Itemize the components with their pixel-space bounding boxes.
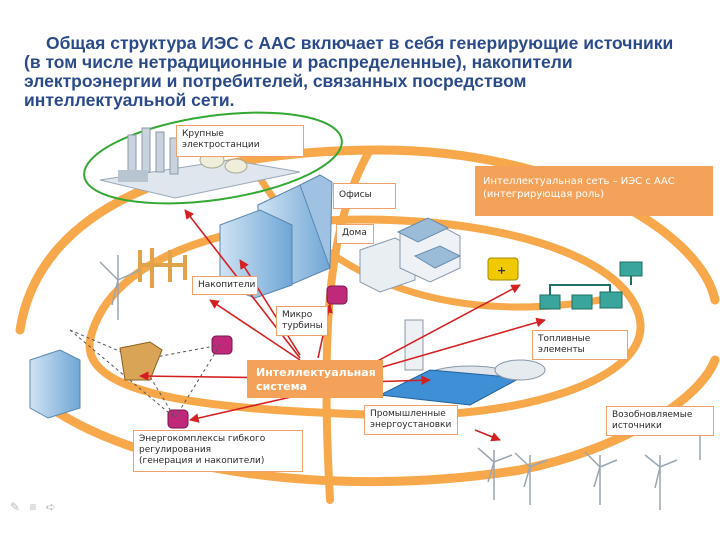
label-large-plants: Крупные электростанции [176, 125, 304, 157]
label-fuel-cells: Топливные элементы [532, 330, 628, 360]
callout-smart-grid-line2: (интегрирующая роль) [483, 188, 705, 201]
houses-icon [360, 218, 460, 292]
label-micro-turbines-line1: Микро [282, 310, 322, 321]
battery-icon: + [488, 258, 518, 280]
label-micro-turbines: Микро турбины [276, 306, 328, 336]
label-fuel-cells-line1: Топливные [538, 334, 622, 345]
label-renewables: Возобновляемые источники [606, 406, 714, 436]
title-line-1: Общая структура ИЭС с ААС включает в себ… [24, 34, 720, 53]
title-line-4: интеллектуальной сети. [24, 91, 720, 110]
callout-smart-grid-line1: Интеллектуальная сеть – ИЭС с ААС [483, 175, 705, 188]
callout-intelligent-system-line1: Интеллектуальная [256, 366, 374, 380]
label-micro-turbines-line2: турбины [282, 321, 322, 332]
label-flexible-line1: Энергокомплексы гибкого [139, 434, 297, 445]
callout-intelligent-system-line2: система [256, 380, 374, 394]
label-renewables-line2: источники [612, 421, 708, 432]
left-buildings-icon [30, 342, 162, 418]
title-line-3: электроэнергии и потребителей, связанных… [24, 72, 720, 91]
label-large-plants-line1: Крупные [182, 129, 298, 140]
label-industrial: Промышленные энергоустановки [364, 405, 458, 435]
label-renewables-line1: Возобновляемые [612, 410, 708, 421]
label-flexible-line3: (генерация и накопители) [139, 456, 297, 467]
label-flexible-complexes: Энергокомплексы гибкого регулирования (г… [133, 430, 303, 472]
label-storage-text: Накопители [198, 280, 252, 291]
callout-smart-grid: Интеллектуальная сеть – ИЭС с ААС (интег… [475, 166, 713, 216]
label-houses: Дома [336, 224, 374, 244]
label-industrial-line1: Промышленные [370, 409, 452, 420]
slide-nav[interactable]: ✎ ≡ ➪ [10, 500, 59, 514]
label-large-plants-line2: электростанции [182, 140, 298, 151]
arrow-right-icon[interactable]: ➪ [46, 500, 59, 514]
label-storage: Накопители [192, 276, 258, 295]
callout-intelligent-system: Интеллектуальная система [247, 360, 383, 398]
label-fuel-cells-line2: элементы [538, 345, 622, 356]
label-offices-text: Офисы [339, 190, 390, 201]
label-offices: Офисы [333, 183, 396, 209]
pencil-icon[interactable]: ✎ [10, 500, 23, 514]
industrial-plant-icon [380, 320, 545, 405]
menu-icon[interactable]: ≡ [29, 500, 39, 514]
fuel-cells-icon [540, 262, 642, 309]
label-industrial-line2: энергоустановки [370, 420, 452, 431]
title-line-2: (в том числе нетрадиционные и распределе… [24, 53, 720, 72]
label-flexible-line2: регулирования [139, 445, 297, 456]
label-houses-text: Дома [342, 228, 368, 239]
page-title: Общая структура ИЭС с ААС включает в себ… [24, 34, 720, 110]
svg-text:+: + [497, 264, 506, 277]
